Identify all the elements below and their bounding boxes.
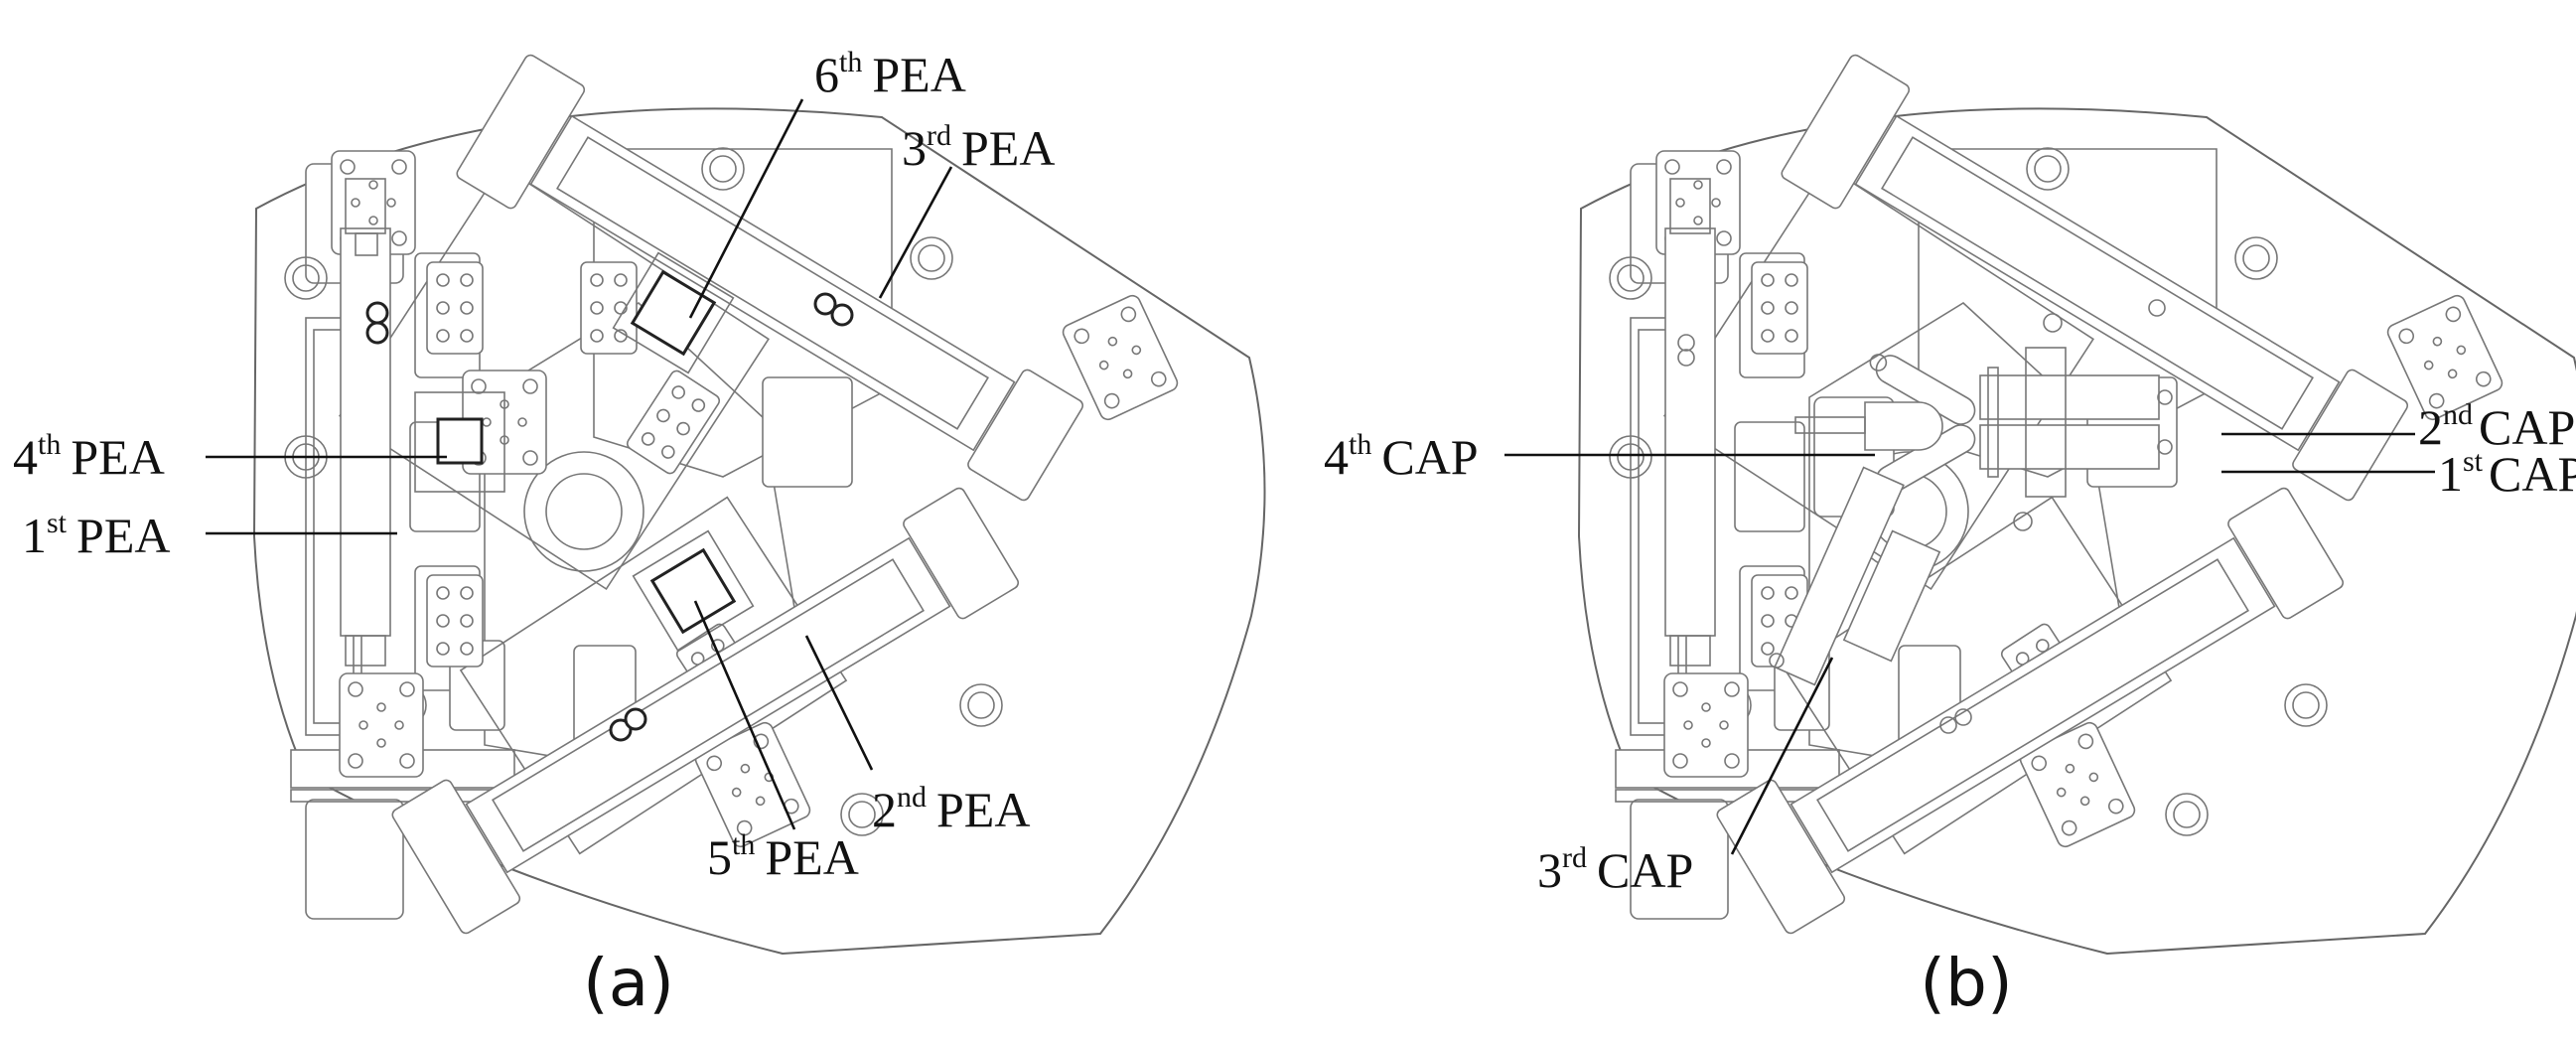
panel-a-leader-lines [206, 98, 953, 830]
label-word: PEA [71, 429, 164, 485]
label-number: 5 [707, 829, 732, 885]
label-ordinal: st [47, 507, 68, 539]
panel-b-drawing [1578, 52, 2576, 955]
label-4th-cap: 4th CAP [1324, 428, 1479, 485]
label-number: 3 [1537, 842, 1562, 898]
label-2nd-pea: 2nd PEA [872, 781, 1030, 837]
label-number: 4 [1324, 429, 1349, 485]
label-ordinal: rd [927, 119, 951, 152]
label-4th-pea: 4th PEA [13, 428, 165, 485]
label-ordinal: rd [1562, 841, 1587, 874]
label-word: PEA [765, 829, 858, 885]
label-number: 2 [2418, 399, 2443, 455]
panel-b-leader-lines [1504, 432, 2435, 855]
label-number: 1 [2438, 446, 2463, 502]
label-word: PEA [76, 508, 170, 563]
label-word: PEA [872, 47, 965, 102]
caption-a: (a) [583, 945, 674, 1021]
label-word: PEA [936, 782, 1030, 837]
caption-b: (b) [1920, 945, 2012, 1021]
label-ordinal: nd [897, 781, 927, 814]
label-3rd-pea: 3rd PEA [902, 119, 1055, 176]
label-word: CAP [2489, 446, 2576, 502]
label-number: 2 [872, 782, 897, 837]
label-ordinal: th [839, 46, 862, 78]
label-ordinal: st [2463, 445, 2484, 478]
label-number: 1 [22, 508, 47, 563]
label-number: 6 [814, 47, 839, 102]
label-ordinal: th [38, 428, 61, 461]
label-word: CAP [1381, 429, 1478, 485]
label-ordinal: th [1349, 428, 1371, 461]
label-word: CAP [1597, 842, 1693, 898]
label-6th-pea: 6th PEA [814, 46, 966, 102]
label-ordinal: nd [2443, 398, 2473, 431]
label-number: 4 [13, 429, 38, 485]
label-word: CAP [2479, 399, 2575, 455]
label-number: 3 [902, 120, 927, 176]
label-5th-pea: 5th PEA [707, 828, 859, 885]
panel-a-drawing [253, 52, 1266, 955]
label-word: PEA [961, 120, 1055, 176]
label-ordinal: th [732, 828, 755, 861]
label-3rd-cap: 3rd CAP [1537, 841, 1693, 898]
